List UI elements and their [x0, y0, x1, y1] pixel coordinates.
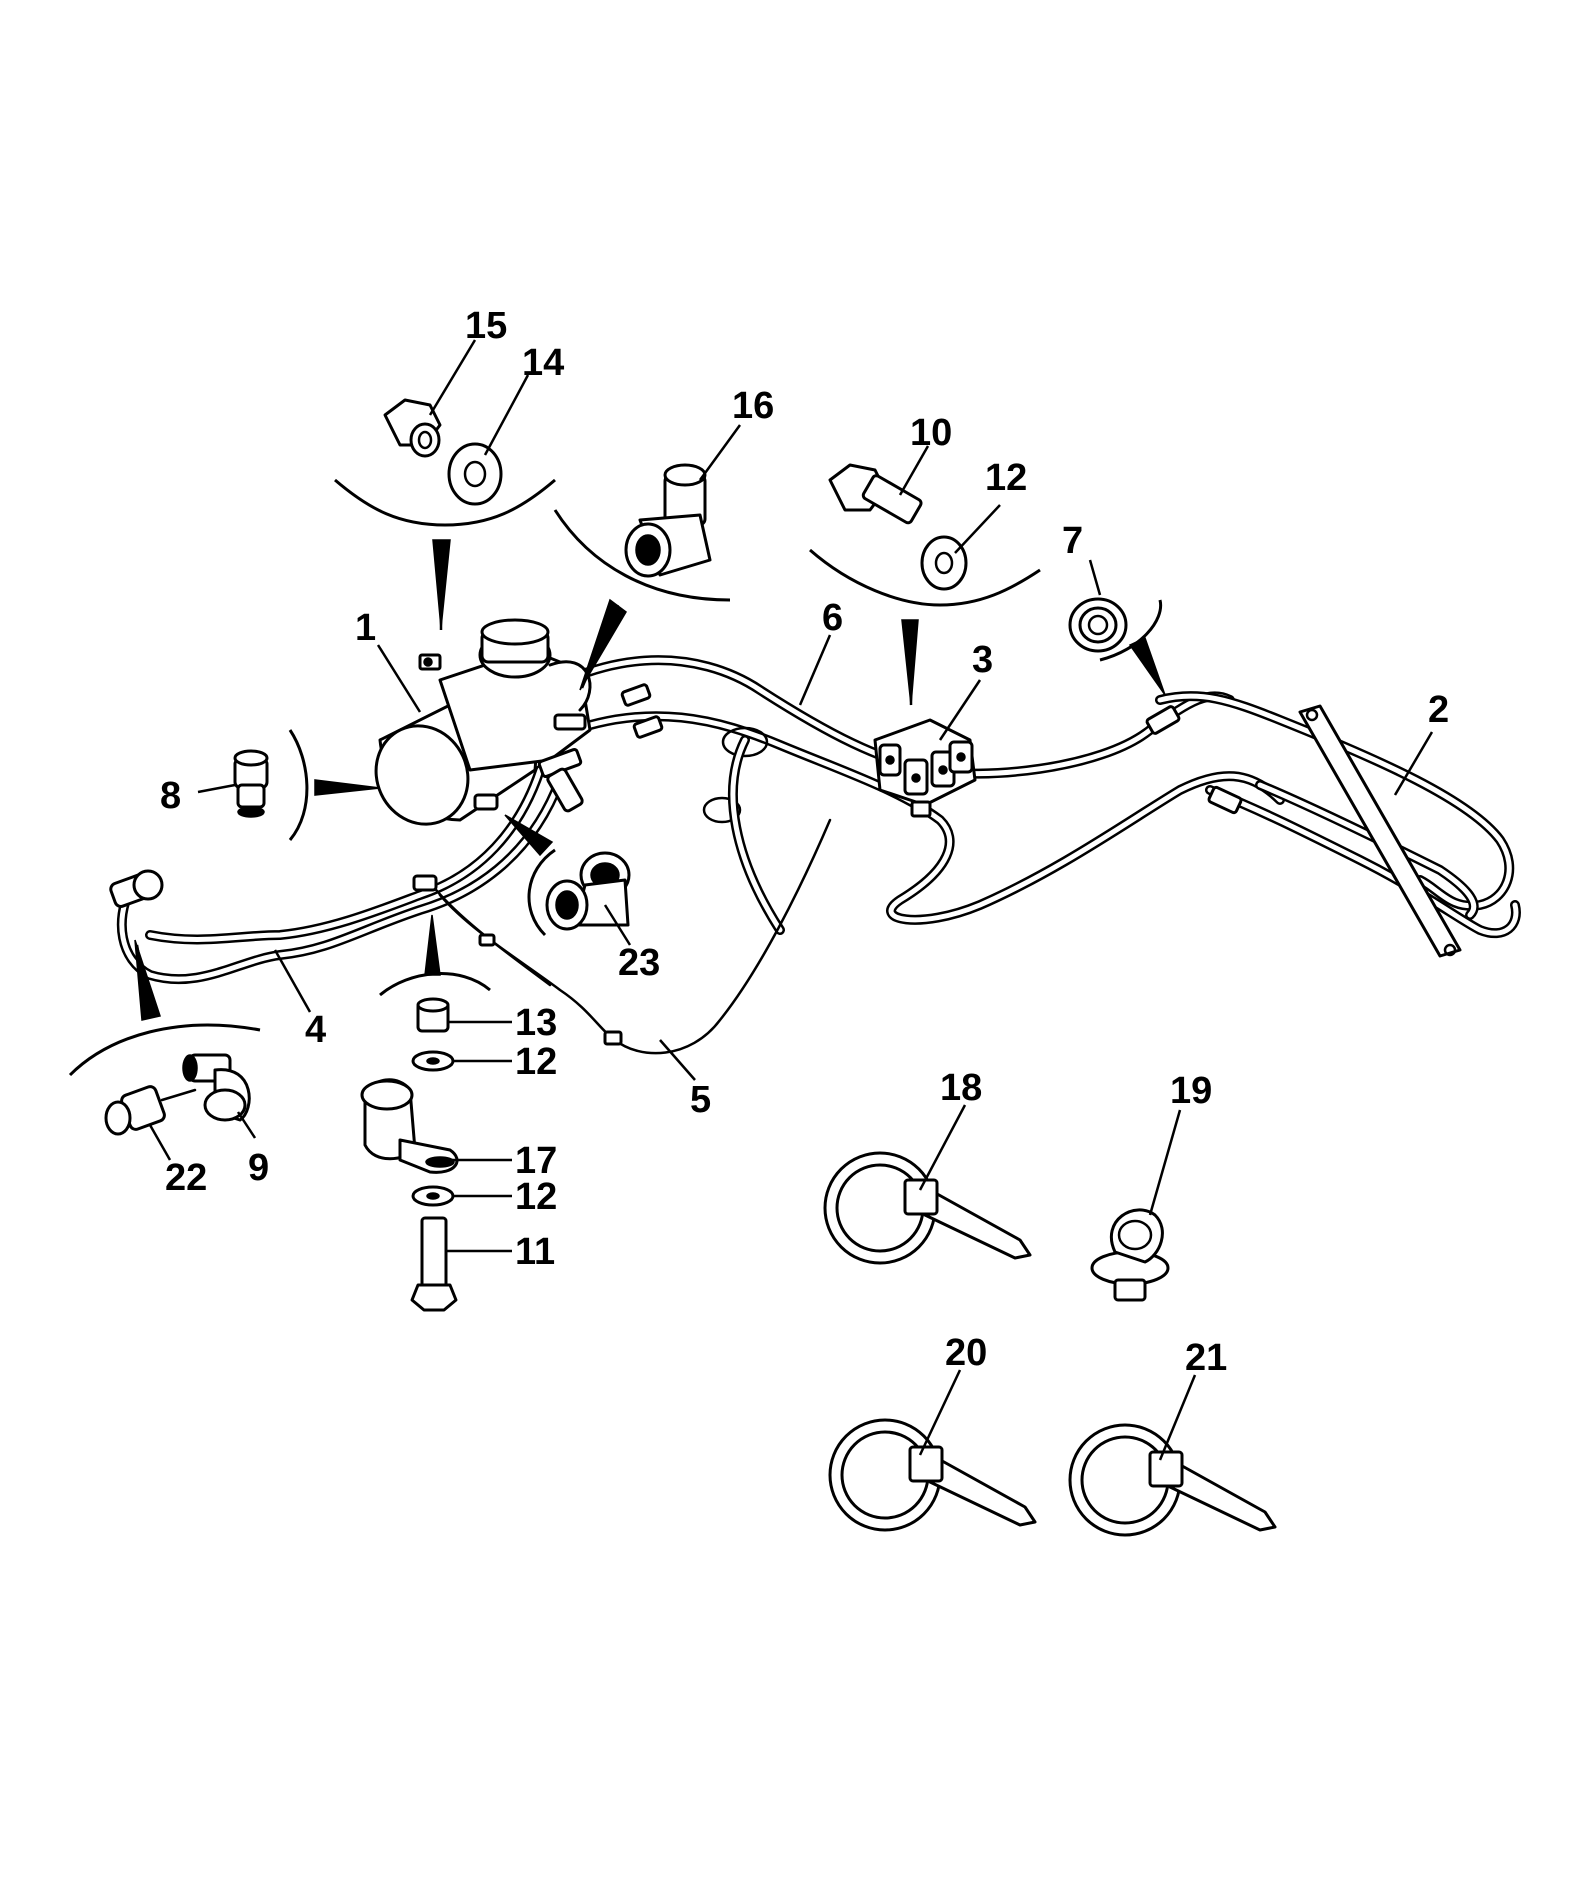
callout-22: 22: [165, 1157, 207, 1199]
callout-15: 15: [465, 305, 507, 347]
callout-12-middle: 12: [515, 1041, 557, 1083]
callout-6: 6: [822, 597, 843, 639]
elbow-fitting-16: [624, 463, 712, 578]
bolt-10: [828, 463, 923, 525]
washer-12-middle: [411, 1050, 455, 1072]
fitting-8: [233, 749, 269, 818]
pipe-clip-17: [360, 1078, 459, 1174]
bolt-11: [410, 1216, 458, 1312]
callout-21: 21: [1185, 1337, 1227, 1379]
callout-9: 9: [248, 1147, 269, 1189]
hex-nut-15: [383, 398, 442, 458]
air-line-assembly: [490, 655, 1521, 958]
callout-5: 5: [690, 1079, 711, 1121]
callout-4: 4: [305, 1009, 326, 1051]
washer-12-upper: [920, 535, 968, 591]
wire-harness: [430, 818, 832, 1055]
callout-17: 17: [515, 1140, 557, 1182]
washer-12-lower: [411, 1185, 455, 1207]
nut-13: [416, 997, 450, 1033]
leader-lines: [148, 339, 1434, 1461]
callout-labels: 1 2 3 4 5 6 7 8 9 10 11 12 12 12 13 14 1…: [160, 305, 1449, 1379]
connector-22: [104, 1085, 197, 1136]
cable-tie-20: [828, 1418, 1037, 1532]
cable-tie-18: [823, 1151, 1032, 1265]
callout-12-upper: 12: [985, 457, 1027, 499]
fitting-7: [1068, 597, 1128, 653]
callout-12-lower: 12: [515, 1176, 557, 1218]
callout-7: 7: [1062, 520, 1083, 562]
elbow-connector-9: [182, 1053, 251, 1122]
left-air-line: [109, 765, 565, 985]
cable-clip-19: [1090, 1208, 1170, 1302]
washer-14: [447, 442, 503, 506]
callout-14: 14: [522, 342, 564, 384]
callout-20: 20: [945, 1332, 987, 1374]
callout-19: 19: [1170, 1070, 1212, 1112]
detail-callout-arcs: [68, 478, 1166, 1077]
air-dryer: [374, 618, 664, 892]
callout-3: 3: [972, 639, 993, 681]
small-parts: [104, 398, 1277, 1537]
callout-1: 1: [355, 607, 376, 649]
callout-13: 13: [515, 1002, 557, 1044]
callout-2: 2: [1428, 689, 1449, 731]
elbow-fitting-23: [545, 851, 631, 931]
callout-11: 11: [515, 1231, 555, 1273]
cable-tie-21: [1068, 1423, 1277, 1537]
callout-8: 8: [160, 775, 181, 817]
callout-10: 10: [910, 412, 952, 454]
solenoid-valve-block: [873, 718, 977, 818]
callout-23: 23: [618, 942, 660, 984]
callout-16: 16: [732, 385, 774, 427]
callout-18: 18: [940, 1067, 982, 1109]
